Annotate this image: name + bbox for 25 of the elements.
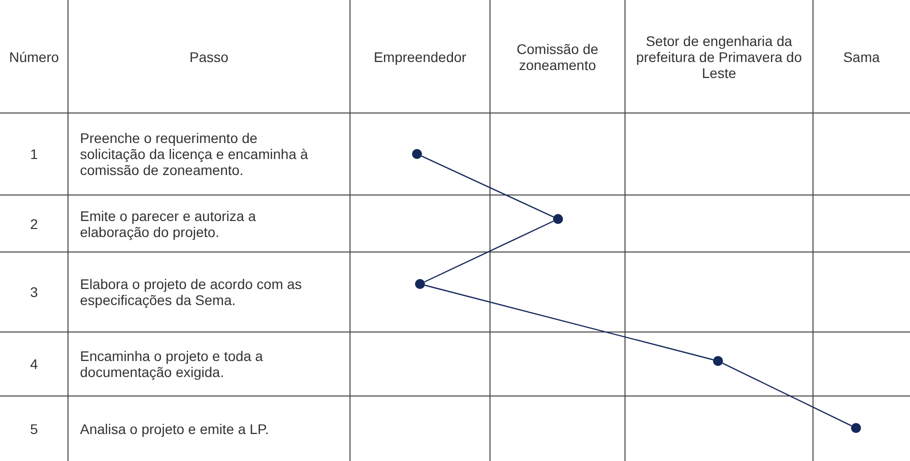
step-dot xyxy=(851,423,861,433)
column-header: Empreendedor xyxy=(374,48,466,64)
step-dot xyxy=(713,356,723,366)
connector-line xyxy=(722,362,852,426)
step-description: Analisa o projeto e emite a LP. xyxy=(80,420,269,436)
step-number: 4 xyxy=(30,356,38,372)
step-description: Encaminha o projeto e toda a documentação exigida. xyxy=(80,348,264,380)
column-header: Comissão de zoneamento xyxy=(516,40,600,72)
column-header: Setor de engenharia da prefeitura de Primavera do Leste xyxy=(635,32,803,80)
step-dot xyxy=(553,214,563,224)
step-number: 2 xyxy=(30,216,38,232)
column-header: Número xyxy=(9,48,59,64)
connector-line xyxy=(424,284,714,360)
step-description: Preenche o requerimento de solicitação da licença e encaminha à comissão de zoneamento. xyxy=(80,130,310,178)
step-number: 3 xyxy=(30,284,38,300)
connector-line xyxy=(421,156,554,218)
connector-line xyxy=(424,220,554,282)
step-dot xyxy=(412,149,422,159)
step-description: Emite o parecer e autoriza a elaboração do projeto. xyxy=(80,208,257,240)
step-description: Elabora o projeto de acordo com as especificações da Sema. xyxy=(80,276,303,308)
step-number: 1 xyxy=(30,146,38,162)
column-header: Sama xyxy=(843,48,880,64)
step-dot xyxy=(415,279,425,289)
column-header: Passo xyxy=(190,48,228,64)
step-number: 5 xyxy=(30,420,38,436)
